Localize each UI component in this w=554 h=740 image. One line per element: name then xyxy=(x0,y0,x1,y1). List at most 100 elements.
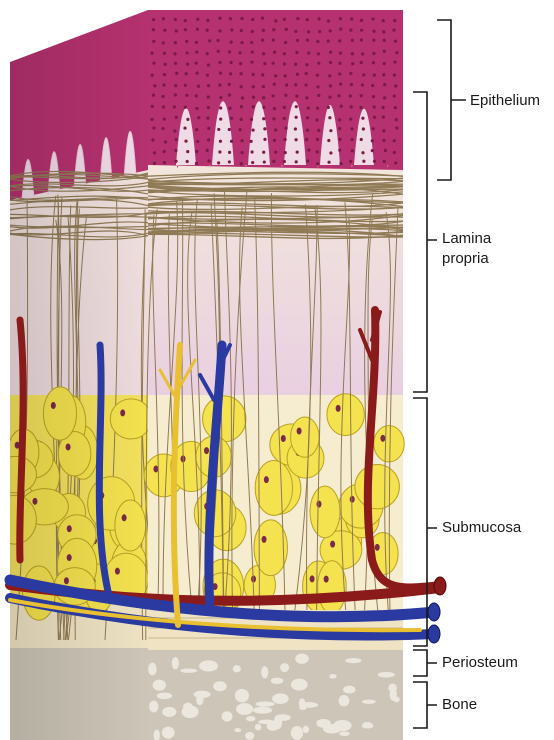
bone-marrow-space xyxy=(266,721,280,731)
epithelial-cell-nucleus xyxy=(305,38,310,42)
collagen-fiber xyxy=(187,211,201,641)
epithelial-cell-nucleus xyxy=(184,139,188,143)
epithelial-cell-nucleus xyxy=(329,50,333,54)
epithelial-cell-nucleus xyxy=(195,149,199,154)
fat-cell-nucleus xyxy=(263,476,269,484)
epithelial-cell-nucleus xyxy=(195,71,199,75)
epithelial-cell-nucleus xyxy=(372,159,377,163)
bone-marrow-space xyxy=(161,726,175,739)
epithelial-cell-nucleus xyxy=(195,50,199,54)
collagen-fiber xyxy=(147,180,404,186)
epithelial-cell-nucleus xyxy=(328,84,333,88)
epithelial-cell-nucleus xyxy=(162,117,166,121)
epithelial-cell-nucleus xyxy=(238,128,242,132)
epithelial-cell-nucleus xyxy=(371,61,376,65)
epithelial-cell-nucleus xyxy=(382,38,386,42)
epithelial-cell-nucleus xyxy=(315,73,320,77)
epithelial-cell-nucleus xyxy=(383,83,387,87)
fat-cell-nucleus xyxy=(153,465,159,473)
epithelial-cell-nucleus xyxy=(263,61,267,66)
epithelial-cell-nucleus xyxy=(173,41,177,45)
epithelial-cell-nucleus xyxy=(359,137,363,142)
epithelial-cell-nucleus xyxy=(284,126,288,130)
epithelial-cell-nucleus xyxy=(239,61,243,66)
epithelial-cell-nucleus xyxy=(185,39,189,44)
collagen-fiber xyxy=(340,217,351,641)
epithelial-cell-nucleus xyxy=(249,117,254,121)
epithelial-cell-nucleus xyxy=(229,72,233,76)
epithelial-cell-nucleus xyxy=(208,39,212,43)
vessels xyxy=(4,306,447,644)
epithelial-cell-nucleus xyxy=(282,17,286,21)
collagen-fiber xyxy=(147,220,404,227)
epithelial-cell-nucleus xyxy=(227,127,231,132)
epithelial-cell-nucleus xyxy=(186,149,190,154)
epithelial-cell-nucleus xyxy=(207,126,211,130)
epithelial-cell-nucleus xyxy=(161,17,165,21)
bone-marrow-space xyxy=(148,662,157,676)
epithelial-cell-nucleus xyxy=(362,73,366,77)
epithelial-cell-nucleus xyxy=(194,94,198,98)
epithelial-cell-nucleus xyxy=(272,117,276,121)
epithelial-cell-nucleus xyxy=(194,40,198,44)
fat-cell-nucleus xyxy=(335,404,341,412)
fat-cell-nucleus xyxy=(5,466,10,473)
epithelial-cell-nucleus xyxy=(263,137,267,141)
epithelial-cell-nucleus xyxy=(271,94,275,98)
epithelial-cell-nucleus xyxy=(162,51,166,55)
bone-marrow-space xyxy=(299,704,307,711)
epithelial-cell-nucleus xyxy=(163,140,168,144)
epithelial-cell-nucleus xyxy=(150,104,154,109)
bone-marrow-space xyxy=(290,725,304,740)
collagen-fiber xyxy=(147,173,404,181)
bone-marrow-space xyxy=(290,678,308,691)
epithelial-cell-nucleus xyxy=(382,30,386,34)
epithelial-cell-nucleus xyxy=(315,150,319,154)
label-periosteum: Periosteum xyxy=(442,654,518,671)
collagen-fiber xyxy=(254,198,260,641)
epithelial-cell-nucleus xyxy=(173,61,178,65)
epithelial-cell-nucleus xyxy=(327,160,331,164)
epithelial-cell-nucleus xyxy=(205,148,209,152)
epithelial-cell-nucleus xyxy=(197,116,201,120)
epithelial-cell-nucleus xyxy=(218,71,223,75)
epithelial-cell-nucleus xyxy=(161,41,165,45)
epithelial-cell-nucleus xyxy=(360,28,364,32)
bone-marrow-space xyxy=(156,692,173,700)
epithelial-cell-nucleus xyxy=(317,93,321,98)
epithelial-cell-nucleus xyxy=(218,83,222,87)
epithelial-cell-nucleus xyxy=(294,160,298,164)
epithelial-cell-nucleus xyxy=(206,116,210,120)
epithelial-cell-nucleus xyxy=(381,19,385,23)
epithelial-cell-nucleus xyxy=(394,118,398,122)
epithelial-cell-nucleus xyxy=(338,118,342,122)
epithelial-cell-nucleus xyxy=(216,49,220,53)
collagen-fiber xyxy=(147,186,404,195)
epithelial-cell-nucleus xyxy=(219,96,223,100)
epithelial-cell-nucleus xyxy=(328,116,332,120)
epithelial-cell-nucleus xyxy=(381,115,386,119)
epithelial-cell-nucleus xyxy=(206,63,211,67)
bone-marrow-space xyxy=(345,657,362,664)
epithelial-cell-nucleus xyxy=(228,17,233,21)
epithelial-cell-nucleus xyxy=(328,74,332,78)
epithelial-cell-nucleus xyxy=(240,96,245,100)
epithelial-cell-nucleus xyxy=(392,150,396,155)
epithelial-cell-nucleus xyxy=(372,105,376,109)
epithelial-cell-nucleus xyxy=(272,50,277,54)
collagen-fiber xyxy=(147,212,404,218)
collagen-fiber xyxy=(147,198,404,203)
epithelial-cell-nucleus xyxy=(251,160,255,165)
collagen-fiber xyxy=(194,198,202,641)
epithelial-cell-nucleus xyxy=(359,38,364,42)
epithelial-cell-nucleus xyxy=(315,118,319,122)
epithelial-cell-nucleus xyxy=(173,17,177,22)
bone-marrow-space xyxy=(261,666,269,679)
epithelial-cell-nucleus xyxy=(316,106,320,110)
epithelial-cell-nucleus xyxy=(326,19,331,23)
epithelial-cell-nucleus xyxy=(151,93,156,97)
epithelial-cell-nucleus xyxy=(274,150,278,154)
epithelial-cell-nucleus xyxy=(326,39,330,43)
epithelial-cell-nucleus xyxy=(338,17,342,21)
fat-cell-nucleus xyxy=(309,575,315,583)
